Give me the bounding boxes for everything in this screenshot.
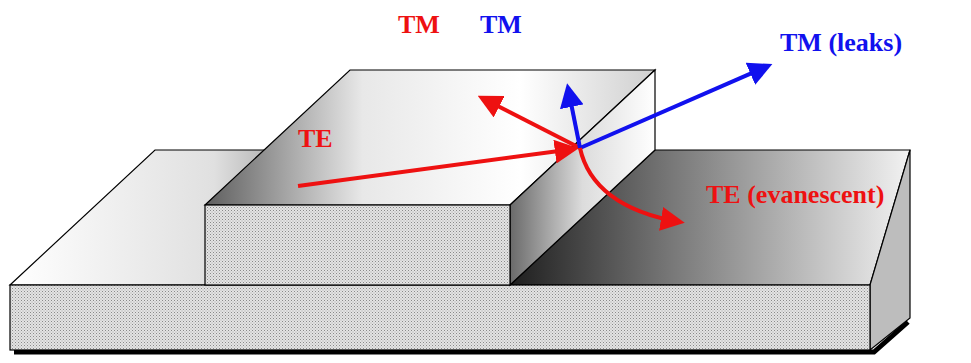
mode-label: TE bbox=[298, 126, 333, 152]
rib-front-face bbox=[205, 205, 510, 285]
slab-front-face bbox=[10, 285, 870, 350]
mode-label: TM bbox=[398, 12, 440, 38]
mode-label: TM bbox=[480, 12, 522, 38]
te-incident-arrow bbox=[298, 149, 574, 186]
slab-side-face bbox=[870, 150, 910, 350]
mode-label: TE (evanescent) bbox=[706, 182, 884, 208]
mode-label: TM (leaks) bbox=[780, 30, 902, 56]
tm-reflected-arrow bbox=[568, 88, 580, 148]
te-evanescent-arrow bbox=[580, 148, 680, 222]
rib-side-face bbox=[510, 70, 655, 285]
tm-reflected-arrow bbox=[482, 98, 580, 148]
tm-leak-arrow bbox=[580, 66, 768, 148]
